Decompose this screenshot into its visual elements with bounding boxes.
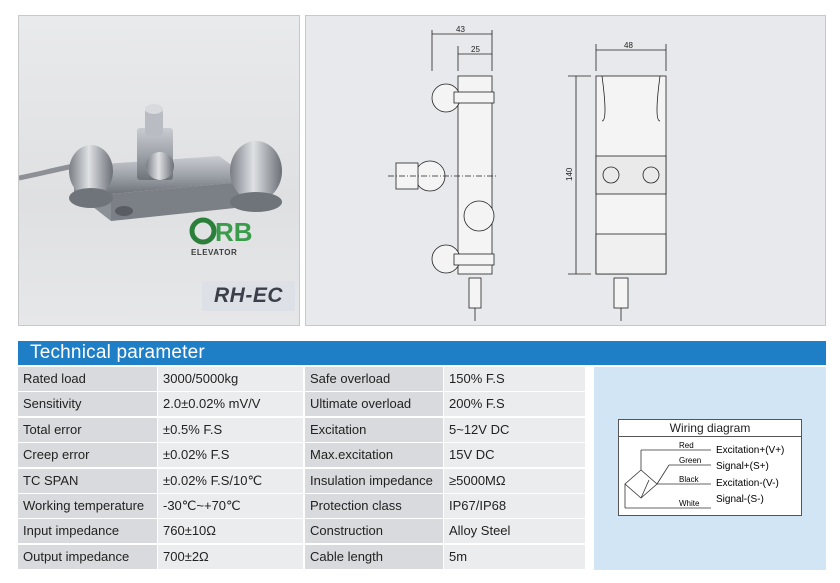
param-label: Creep error (18, 443, 157, 468)
param-value: IP67/IP68 (444, 493, 585, 518)
model-label: RH-EC (202, 281, 295, 311)
param-value: ±0.02% F.S (158, 443, 303, 468)
wire-color-white: White (679, 499, 700, 508)
param-label: Construction (305, 519, 443, 544)
param-value: 760±10Ω (158, 519, 303, 544)
param-value: 5m (444, 544, 585, 569)
param-value: 5~12V DC (444, 417, 585, 442)
orb-logo: RB (189, 217, 253, 247)
parameter-table: Rated load 3000/5000kg Safe overload 150… (18, 367, 590, 570)
dim-front-height: 140 (565, 167, 574, 181)
param-label: Output impedance (18, 544, 157, 569)
load-cell-photo (19, 104, 282, 221)
param-label: Rated load (18, 367, 157, 391)
param-value: 700±2Ω (158, 544, 303, 569)
wire-color-black: Black (679, 475, 700, 484)
param-value: 3000/5000kg (158, 367, 303, 391)
product-photo-panel: RB ELEVATOR RH-EC (18, 15, 300, 326)
table-row: Rated load 3000/5000kg Safe overload 150… (18, 367, 590, 392)
param-value: 15V DC (444, 443, 585, 468)
section-title: Technical parameter (18, 341, 826, 365)
wiring-diagram: Wiring diagram Red Green Black White Exc… (618, 419, 802, 516)
param-label: Safe overload (305, 367, 443, 391)
param-value: -30℃~+70℃ (158, 493, 303, 518)
param-label: Max.excitation (305, 443, 443, 468)
svg-text:RB: RB (215, 217, 253, 247)
wiring-schematic: Red Green Black White Excitation+(V+) Si… (624, 441, 784, 509)
param-label: Total error (18, 417, 157, 442)
param-label: TC SPAN (18, 468, 157, 493)
dim-side-inner: 25 (471, 45, 480, 54)
wiring-title: Wiring diagram (619, 420, 801, 437)
wire-color-green: Green (679, 456, 701, 465)
table-row: Creep error ±0.02% F.S Max.excitation 15… (18, 443, 590, 468)
logo-subtext: ELEVATOR (191, 248, 238, 257)
wiring-panel: Wiring diagram Red Green Black White Exc… (594, 367, 826, 570)
param-value: 200% F.S (444, 392, 585, 417)
param-label: Input impedance (18, 519, 157, 544)
param-label: Working temperature (18, 493, 157, 518)
dimension-drawing-panel: 43 25 48 140 (305, 15, 826, 326)
param-value: ±0.5% F.S (158, 417, 303, 442)
param-label: Sensitivity (18, 392, 157, 417)
dim-front-width: 48 (624, 41, 633, 50)
param-value: ±0.02% F.S/10℃ (158, 468, 303, 493)
table-row: TC SPAN ±0.02% F.S/10℃ Insulation impeda… (18, 468, 590, 494)
table-row: Sensitivity 2.0±0.02% mV/V Ultimate over… (18, 392, 590, 417)
param-label: Protection class (305, 493, 443, 518)
table-row: Output impedance 700±2Ω Cable length 5m (18, 544, 590, 570)
wire-signal-signal-plus: Signal+(S+) (716, 461, 769, 472)
param-value: 2.0±0.02% mV/V (158, 392, 303, 417)
wire-color-red: Red (679, 441, 694, 450)
table-row: Working temperature -30℃~+70℃ Protection… (18, 493, 590, 519)
table-row: Input impedance 760±10Ω Construction All… (18, 519, 590, 544)
param-value: ≥5000MΩ (444, 468, 585, 493)
wire-signal-signal-minus: Signal-(S-) (716, 494, 764, 505)
param-value: 150% F.S (444, 367, 585, 391)
param-label: Excitation (305, 417, 443, 442)
dim-side-overall: 43 (456, 25, 465, 34)
wire-signal-excitation-plus: Excitation+(V+) (716, 445, 784, 456)
param-label: Ultimate overload (305, 392, 443, 417)
param-label: Insulation impedance (305, 468, 443, 493)
param-label: Cable length (305, 544, 443, 569)
wire-signal-excitation-minus: Excitation-(V-) (716, 478, 779, 489)
param-value: Alloy Steel (444, 519, 585, 544)
table-row: Total error ±0.5% F.S Excitation 5~12V D… (18, 417, 590, 443)
dimension-drawing: 43 25 48 140 (388, 25, 667, 321)
